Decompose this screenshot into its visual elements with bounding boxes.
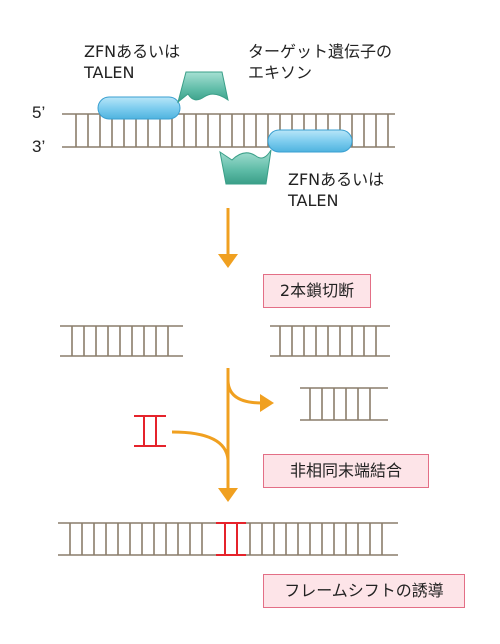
label-target-exon-1: ターゲット遺伝子の xyxy=(248,42,393,61)
arrow-to-nhej xyxy=(171,368,263,490)
label-target-exon-2: エキソン xyxy=(248,63,313,82)
step-nhej: 非相同末端結合 xyxy=(263,454,429,488)
arrow-head-down xyxy=(218,488,238,502)
label-zfn-talen-top-2: TALEN xyxy=(84,63,135,82)
zfn-talen-top xyxy=(97,96,181,120)
arrow-head-branch xyxy=(260,394,274,412)
repaired-dna-ladder xyxy=(58,522,398,556)
strand-5-prime-label: 5’ xyxy=(32,103,46,122)
label-zfn-talen-top-1: ZFNあるいは xyxy=(84,42,181,61)
target-exon-block-top xyxy=(177,71,229,104)
step-double-strand-break: 2本鎖切断 xyxy=(263,274,371,308)
insert-fragment xyxy=(134,415,166,447)
strand-3-prime-label: 3’ xyxy=(32,137,46,156)
arrow-to-dsb xyxy=(218,208,238,268)
dna-fragment-left xyxy=(60,325,183,357)
label-zfn-talen-bottom-1: ZFNあるいは xyxy=(288,170,385,189)
inserted-sequence xyxy=(216,522,246,556)
zfn-talen-bottom xyxy=(267,129,353,153)
dna-fragment-right xyxy=(270,325,390,357)
dna-fragment-released xyxy=(300,387,388,421)
label-zfn-talen-bottom-2: TALEN xyxy=(288,191,339,210)
step-frameshift: フレームシフトの誘導 xyxy=(263,574,465,608)
target-exon-block-bottom xyxy=(219,149,272,185)
